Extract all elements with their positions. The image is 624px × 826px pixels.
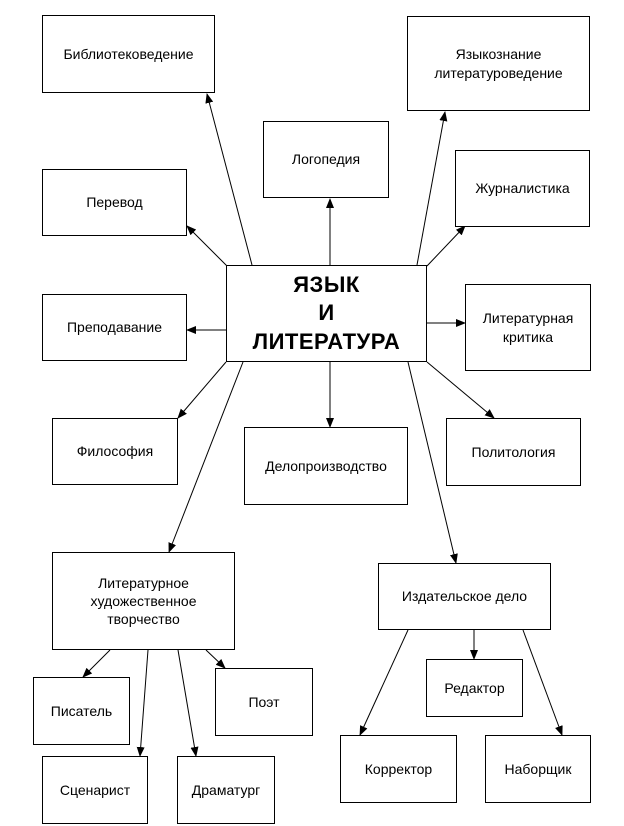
arrow-to-politologiya — [426, 361, 495, 419]
arrow-to-lit-tvorchestvo — [168, 361, 244, 553]
node-politologiya: Политология — [446, 418, 581, 486]
arrow-to-dramaturg — [177, 649, 199, 757]
node-pisatel: Писатель — [33, 677, 130, 745]
node-perevod: Перевод — [42, 169, 187, 236]
node-literaturnaya-kritika: Литературная критика — [465, 284, 591, 371]
arrow-to-poet — [205, 649, 226, 669]
central-node: ЯЗЫК И ЛИТЕРАТУРА — [226, 265, 427, 362]
arrow-to-pisatel — [82, 649, 111, 678]
arrow-to-perevod — [186, 225, 228, 267]
arrow-to-scenarist — [136, 649, 149, 757]
node-scenarist: Сценарист — [42, 756, 148, 824]
node-lit-tvorchestvo: Литературное художественное творчество — [52, 552, 235, 650]
node-naborshchik: Наборщик — [485, 735, 591, 803]
node-bibliotekovedenie: Библиотековедение — [42, 15, 215, 93]
arrow-to-naborshchik — [522, 629, 563, 736]
node-yazykoznanie: Языкознание литературоведение — [407, 16, 590, 111]
node-zhurnalistika: Журналистика — [455, 150, 590, 227]
arrow-to-bibliotekovedenie — [205, 93, 253, 266]
node-dramaturg: Драматург — [177, 756, 275, 824]
node-deloproizvodstvo: Делопроизводство — [244, 427, 408, 505]
arrow-to-filosofiya — [177, 361, 227, 419]
node-filosofiya: Философия — [52, 418, 178, 485]
arrow-to-zhurnalistika — [426, 225, 466, 267]
node-prepodavanie: Преподавание — [42, 294, 187, 361]
node-korrektor: Корректор — [340, 735, 457, 803]
arrow-to-korrektor — [359, 629, 409, 736]
arrow-to-izdatelskoe-delo — [407, 361, 458, 564]
node-poet: Поэт — [215, 668, 313, 736]
arrow-to-yazykoznanie — [416, 111, 448, 266]
node-logopediya: Логопедия — [263, 121, 389, 198]
node-izdatelskoe-delo: Издательское дело — [378, 563, 551, 630]
node-redaktor: Редактор — [426, 659, 523, 717]
